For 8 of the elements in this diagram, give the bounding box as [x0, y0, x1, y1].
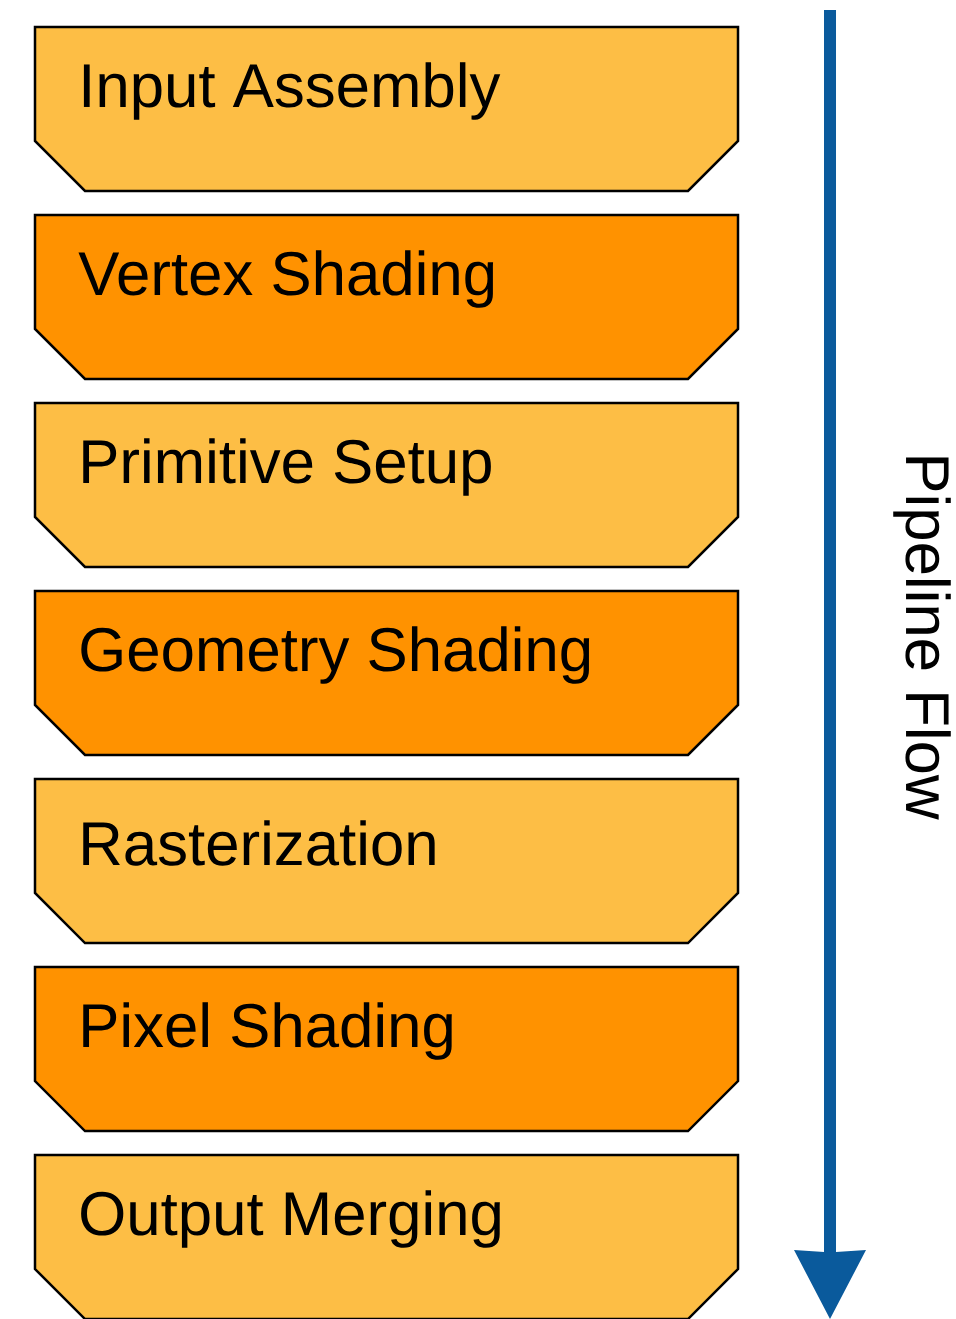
- axis-label: Pipeline Flow: [893, 457, 951, 820]
- stage-box: Input Assembly: [33, 25, 740, 193]
- stage-box: Primitive Setup: [33, 401, 740, 569]
- stage-box: Rasterization: [33, 777, 740, 945]
- stage-box: Output Merging: [33, 1153, 740, 1319]
- stage-box: Geometry Shading: [33, 589, 740, 757]
- stage-box: Pixel Shading: [33, 965, 740, 1133]
- stage-box: Vertex Shading: [33, 213, 740, 381]
